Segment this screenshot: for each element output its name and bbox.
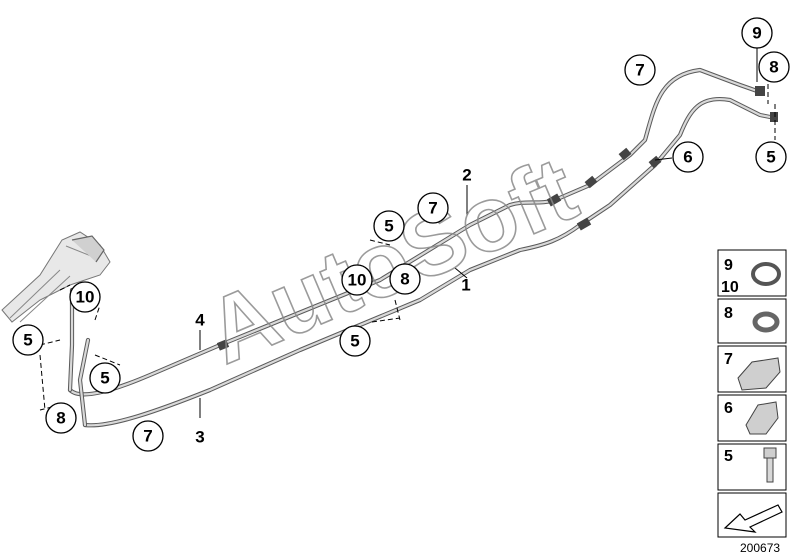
callout-label: 8 xyxy=(769,58,778,77)
o-ring-icon xyxy=(751,262,781,286)
legend-row-bolt[interactable]: 5 xyxy=(717,443,787,491)
callout-7-mid[interactable]: 7 xyxy=(417,192,449,224)
callout-label: 5 xyxy=(384,217,393,236)
callout-8-mid[interactable]: 8 xyxy=(389,263,421,295)
part-number-2[interactable]: 2 xyxy=(462,166,471,185)
callout-label: 5 xyxy=(350,332,359,351)
callout-9-top[interactable]: 9 xyxy=(741,17,773,49)
leader-lines xyxy=(39,48,776,418)
legend-label: 8 xyxy=(724,305,733,322)
callout-label: 10 xyxy=(76,288,95,307)
bolt-icon xyxy=(763,447,777,483)
legend-row-seal-ring[interactable]: 8 xyxy=(717,298,787,344)
compressor-bracket-art xyxy=(1,231,111,323)
callout-label: 7 xyxy=(428,199,437,218)
diagram-id: 200673 xyxy=(740,541,780,555)
callout-label: 5 xyxy=(23,331,32,350)
double-clip-icon xyxy=(737,357,781,391)
watermark-text: AutoSoft xyxy=(193,138,590,384)
callout-6[interactable]: 6 xyxy=(672,141,704,173)
legend-label: 6 xyxy=(724,400,733,417)
legend-label: 9 xyxy=(724,257,733,274)
single-clip-icon xyxy=(745,401,779,435)
callout-label: 8 xyxy=(56,409,65,428)
callout-5-mid[interactable]: 5 xyxy=(373,210,405,242)
callout-label: 8 xyxy=(400,270,409,289)
callout-5-left-low[interactable]: 5 xyxy=(89,362,121,394)
seal-ring-icon xyxy=(752,311,780,333)
callout-5-low-mid[interactable]: 5 xyxy=(339,325,371,357)
part-number-4[interactable]: 4 xyxy=(195,311,205,330)
part-number-1[interactable]: 1 xyxy=(461,276,470,295)
legend-row-single-clip[interactable]: 6 xyxy=(717,394,787,442)
callout-label: 6 xyxy=(683,148,692,167)
callout-5-left[interactable]: 5 xyxy=(12,324,44,356)
part-number-3[interactable]: 3 xyxy=(195,428,204,447)
legend-label: 7 xyxy=(724,351,733,368)
callout-label: 7 xyxy=(143,427,152,446)
callout-label: 9 xyxy=(752,24,761,43)
callout-label: 5 xyxy=(766,148,775,167)
legend-row-o-ring[interactable]: 9 10 xyxy=(717,249,787,297)
callout-label: 5 xyxy=(100,369,109,388)
callout-8-left[interactable]: 8 xyxy=(45,402,77,434)
legend-row-direction[interactable] xyxy=(717,492,787,538)
callout-10-mid[interactable]: 10 xyxy=(341,264,373,296)
parts-legend: 9 10 8 7 6 5 xyxy=(717,249,787,538)
callout-5-right[interactable]: 5 xyxy=(755,141,787,173)
callout-label: 10 xyxy=(348,271,367,290)
callout-label: 7 xyxy=(635,61,644,80)
legend-row-double-clip[interactable]: 7 xyxy=(717,345,787,393)
legend-label: 5 xyxy=(724,448,733,465)
callout-10-left[interactable]: 10 xyxy=(69,281,101,313)
callout-8-top[interactable]: 8 xyxy=(758,51,790,83)
legend-label: 10 xyxy=(721,279,739,296)
callout-7-bottom[interactable]: 7 xyxy=(132,420,164,452)
callout-7-top[interactable]: 7 xyxy=(624,54,656,86)
arrow-icon xyxy=(723,504,783,533)
